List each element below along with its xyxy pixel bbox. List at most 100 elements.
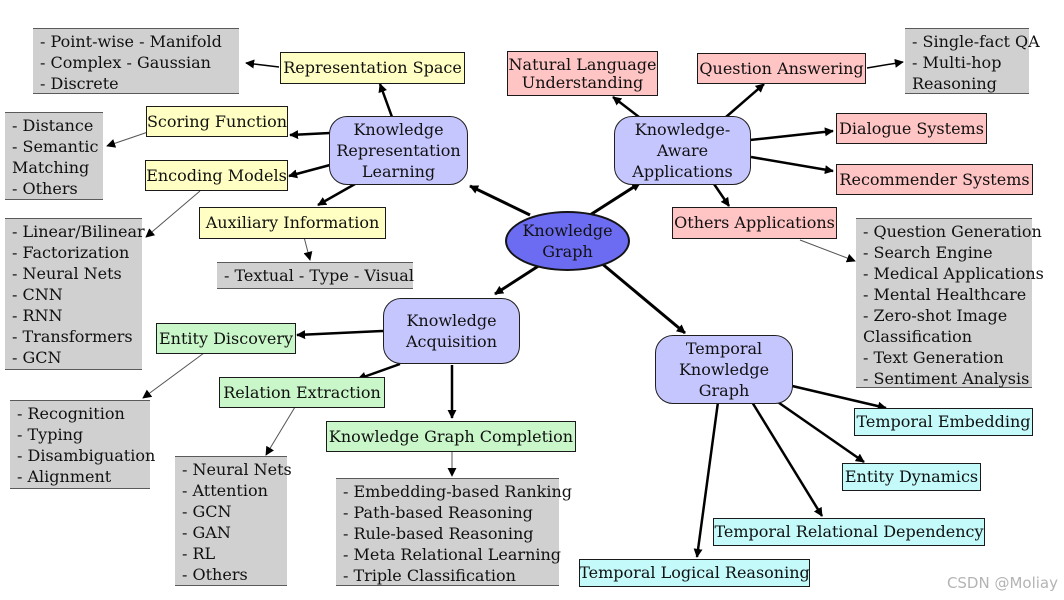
list-item: - CNN	[12, 285, 63, 304]
list-item: - Meta Relational Learning	[343, 545, 562, 564]
label-encoding-models-text: Encoding Models	[146, 165, 287, 185]
list-item: - Semantic	[12, 137, 99, 156]
list-kg-completion: - Embedding-based Ranking - Path-based R…	[336, 478, 573, 586]
label-others-applications-text: Others Applications	[674, 213, 835, 232]
hub-knowledge-representation-learning[interactable]: Knowledge Representation Learning	[329, 116, 468, 185]
label-temporal-relational-dependency-text: Temporal Relational Dependency	[714, 522, 984, 541]
label-question-answering-text: Question Answering	[699, 58, 864, 78]
edge-temporal-embedding	[787, 383, 887, 411]
label-nlu-line-2: Understanding	[521, 72, 644, 92]
label-temporal-logical-reasoning-text: Temporal Logical Reasoning	[579, 563, 810, 582]
edge-acq-entity	[296, 329, 384, 340]
hub-app-line-1: Knowledge-	[634, 120, 731, 139]
edge-others-list	[799, 239, 856, 263]
list-item: - Neural Nets	[182, 460, 292, 479]
label-entity-dynamics-text: Entity Dynamics	[844, 467, 979, 486]
list-item: - Linear/Bilinear	[12, 222, 145, 241]
edge-app-dialogue	[749, 127, 834, 142]
edge-center-applications	[589, 181, 641, 217]
list-item: - Rule-based Reasoning	[343, 524, 534, 543]
label-auxiliary-information[interactable]: Auxiliary Information	[199, 207, 386, 239]
label-recommender-systems[interactable]: Recommender Systems	[836, 164, 1033, 195]
list-item: - Attention	[182, 481, 268, 500]
hub-temporal-knowledge-graph[interactable]: Temporal Knowledge Graph	[655, 335, 793, 404]
hub-acq-line-1: Knowledge	[406, 311, 497, 330]
hub-tem-line-3: Graph	[698, 381, 750, 400]
label-temporal-embedding-text: Temporal Embedding	[856, 412, 1031, 431]
edge-entity-list	[142, 352, 205, 399]
label-knowledge-graph-completion[interactable]: Knowledge Graph Completion	[326, 421, 576, 452]
label-entity-discovery-text: Entity Discovery	[158, 328, 294, 348]
label-others-applications[interactable]: Others Applications	[672, 207, 837, 239]
list-item: - Disambiguation	[17, 446, 156, 465]
label-relation-extraction-text: Relation Extraction	[223, 382, 381, 402]
edge-rep-auxiliary	[317, 182, 356, 207]
hub-tem-line-1: Temporal	[685, 339, 763, 358]
label-temporal-logical-reasoning[interactable]: Temporal Logical Reasoning	[579, 559, 810, 587]
list-relation-extraction: - Neural Nets - Attention - GCN - GAN - …	[175, 456, 292, 586]
list-item: - Sentiment Analysis	[863, 369, 1030, 388]
edge-auxiliary-list	[303, 236, 313, 261]
list-item: - Embedding-based Ranking	[343, 482, 573, 501]
edge-temporal-logical	[693, 401, 720, 558]
list-representation-space: - Point-wise - Manifold - Complex - Gaus…	[33, 28, 239, 94]
hub-app-line-3: Applications	[632, 162, 733, 181]
list-item: - Discrete	[40, 74, 119, 93]
list-item: - GAN	[182, 523, 231, 542]
label-representation-space-text: Representation Space	[283, 58, 462, 77]
list-item: - Textual - Type - Visual	[224, 266, 414, 285]
label-dialogue-systems[interactable]: Dialogue Systems	[836, 113, 987, 144]
edge-app-qa	[725, 83, 765, 118]
edge-relation-list	[265, 406, 296, 456]
label-temporal-relational-dependency[interactable]: Temporal Relational Dependency	[713, 518, 985, 546]
list-item: - Mental Healthcare	[863, 285, 1027, 304]
label-scoring-function-text: Scoring Function	[146, 111, 288, 131]
list-item: - Recognition	[17, 404, 125, 423]
label-encoding-models[interactable]: Encoding Models	[145, 160, 288, 191]
hub-rep-line-3: Learning	[361, 162, 436, 181]
label-natural-language-understanding[interactable]: Natural Language Understanding	[507, 51, 658, 96]
list-item: - Search Engine	[863, 243, 993, 262]
list-item: - Neural Nets	[12, 264, 122, 283]
label-entity-dynamics[interactable]: Entity Dynamics	[842, 463, 981, 491]
list-item: Reasoning	[912, 74, 997, 93]
edge-temporal-dynamics	[771, 396, 865, 464]
list-item: - Medical Applications	[863, 264, 1044, 283]
edge-temporal-dependency	[750, 401, 824, 517]
list-item: - Path-based Reasoning	[343, 503, 533, 522]
label-relation-extraction[interactable]: Relation Extraction	[219, 377, 385, 408]
edge-qa-list	[866, 58, 904, 69]
list-item: - Others	[182, 565, 248, 584]
label-entity-discovery[interactable]: Entity Discovery	[156, 323, 296, 354]
label-kg-completion-text: Knowledge Graph Completion	[328, 426, 574, 446]
label-representation-space[interactable]: Representation Space	[280, 52, 465, 84]
label-nlu-line-1: Natural Language	[508, 54, 657, 74]
label-recommender-systems-text: Recommender Systems	[839, 169, 1030, 189]
edge-center-temporal	[599, 260, 686, 335]
list-item: - Alignment	[17, 467, 112, 486]
list-item: - RNN	[12, 306, 63, 325]
list-item: - Question Generation	[863, 222, 1042, 241]
label-question-answering[interactable]: Question Answering	[697, 53, 866, 84]
edge-app-others	[712, 183, 731, 207]
hub-tem-line-2: Knowledge	[678, 360, 770, 379]
knowledge-graph-center[interactable]: Knowledge Graph	[505, 211, 630, 271]
hub-acq-line-2: Acquisition	[406, 332, 497, 351]
label-dialogue-systems-text: Dialogue Systems	[839, 118, 984, 138]
label-scoring-function[interactable]: Scoring Function	[146, 106, 288, 137]
hub-knowledge-acquisition[interactable]: Knowledge Acquisition	[383, 298, 520, 364]
label-temporal-embedding[interactable]: Temporal Embedding	[854, 408, 1033, 436]
list-item: - Distance	[12, 116, 94, 135]
hub-knowledge-aware-applications[interactable]: Knowledge- Aware Applications	[614, 116, 751, 185]
list-item: - Single-fact QA	[912, 32, 1040, 51]
list-item: Matching	[12, 158, 90, 177]
list-scoring-function: - Distance - Semantic Matching - Others	[5, 112, 103, 200]
center-line-2: Graph	[542, 242, 593, 261]
list-item: - GCN	[12, 348, 62, 367]
watermark: CSDN @Moliay	[946, 574, 1058, 592]
edge-app-recommender	[750, 155, 834, 175]
edge-center-representation	[469, 184, 531, 217]
list-item: - Multi-hop	[912, 53, 1002, 72]
hub-rep-line-2: Representation	[336, 141, 461, 160]
